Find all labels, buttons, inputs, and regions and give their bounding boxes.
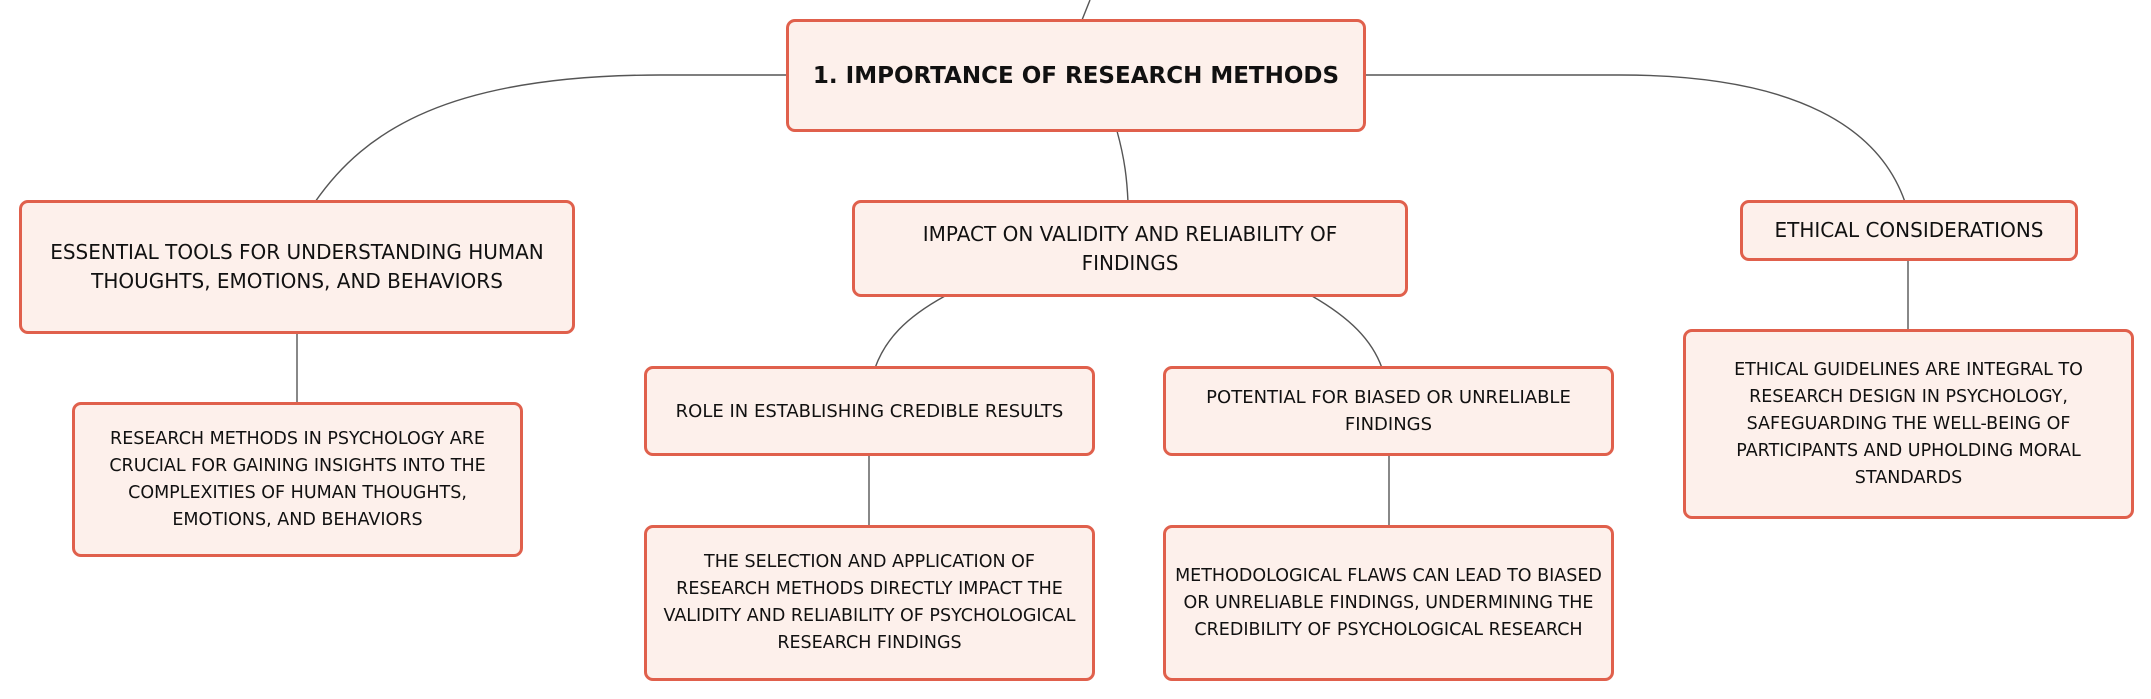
connector-impact-to-biased-findings bbox=[1311, 295, 1383, 369]
topic-impact-validity[interactable]: IMPACT ON VALIDITY AND RELIABILITY OF FI… bbox=[852, 200, 1408, 297]
root-topic-node[interactable]: 1. IMPORTANCE OF RESEARCH METHODS bbox=[786, 19, 1366, 132]
subtopic-biased-findings[interactable]: POTENTIAL FOR BIASED OR UNRELIABLE FINDI… bbox=[1163, 366, 1614, 456]
connector-root-to-impact bbox=[1116, 130, 1129, 203]
connector-root-to-ethical bbox=[1364, 74, 1906, 203]
connector-parent-to-root bbox=[1081, 0, 1091, 21]
connector-impact-to-credible-results bbox=[874, 295, 946, 369]
topic-label: ETHICAL CONSIDERATIONS bbox=[1774, 218, 2044, 242]
detail-text: ETHICAL GUIDELINES ARE INTEGRAL TO RESEA… bbox=[1734, 359, 2083, 488]
detail-biased-findings[interactable]: METHODOLOGICAL FLAWS CAN LEAD TO BIASED … bbox=[1163, 525, 1614, 681]
topic-label: ESSENTIAL TOOLS FOR UNDERSTANDING HUMAN … bbox=[50, 240, 544, 293]
topic-essential-tools[interactable]: ESSENTIAL TOOLS FOR UNDERSTANDING HUMAN … bbox=[19, 200, 575, 334]
connector-root-to-essential-tools bbox=[314, 74, 786, 203]
subtopic-label: ROLE IN ESTABLISHING CREDIBLE RESULTS bbox=[675, 400, 1064, 422]
topic-ethical-considerations[interactable]: ETHICAL CONSIDERATIONS bbox=[1740, 200, 2078, 261]
detail-ethical-considerations[interactable]: ETHICAL GUIDELINES ARE INTEGRAL TO RESEA… bbox=[1683, 329, 2134, 519]
subtopic-credible-results[interactable]: ROLE IN ESTABLISHING CREDIBLE RESULTS bbox=[644, 366, 1095, 456]
topic-label: IMPACT ON VALIDITY AND RELIABILITY OF FI… bbox=[922, 221, 1338, 275]
detail-text: METHODOLOGICAL FLAWS CAN LEAD TO BIASED … bbox=[1175, 565, 1602, 640]
detail-credible-results[interactable]: THE SELECTION AND APPLICATION OF RESEARC… bbox=[644, 525, 1095, 681]
subtopic-label: POTENTIAL FOR BIASED OR UNRELIABLE FINDI… bbox=[1206, 387, 1571, 435]
detail-text: RESEARCH METHODS IN PSYCHOLOGY ARE CRUCI… bbox=[109, 428, 486, 530]
detail-essential-tools[interactable]: RESEARCH METHODS IN PSYCHOLOGY ARE CRUCI… bbox=[72, 402, 523, 557]
detail-text: THE SELECTION AND APPLICATION OF RESEARC… bbox=[663, 552, 1076, 653]
root-topic-label: 1. IMPORTANCE OF RESEARCH METHODS bbox=[812, 62, 1340, 89]
